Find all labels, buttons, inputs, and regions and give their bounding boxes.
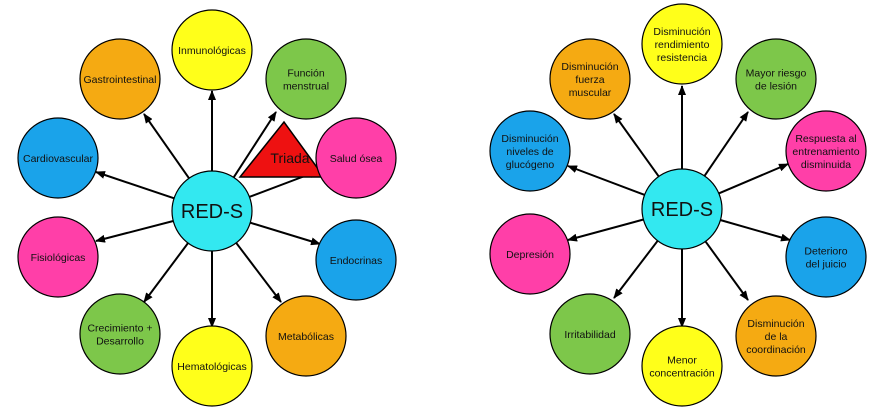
node-hematologicas: HematológicasHematológicas [171,325,253,407]
node-metabolicas: MetabólicasMetabólicas [265,295,347,377]
arrow-to-disminucion-niveles-de-glucogeno [567,165,647,197]
arrow-to-endocrinas [248,221,321,246]
node-circle [315,117,397,199]
arrow-to-irritabilidad [613,238,660,299]
node-cardiovascular: CardiovascularCardiovascular [17,117,99,199]
arrow-to-disminucion-fuerza-muscular [613,113,661,179]
arrow-to-mayor-riesgo-de-lesion [702,111,749,179]
hub-label: RED-S [181,201,243,223]
node-salud-osea: Salud óseaSalud ósea [315,117,397,199]
node-label: Salud óseaSalud ósea [330,153,383,165]
node-endocrinas: EndocrinasEndocrinas [315,219,397,301]
node-circle [735,38,817,120]
hub-red-s: RED-S [171,170,253,252]
node-circle [265,295,347,377]
arrow-to-crecimiento-desarrollo [143,240,191,303]
node-depresion: DepresiónDepresión [489,213,571,295]
node-label: InmunológicasInmunológicas [178,45,246,57]
node-label: IrritabilidadIrritabilidad [564,329,616,341]
arrow-to-respuesta-al-entrenamiento-disminuida [716,163,789,196]
node-circle [171,9,253,91]
hub-red-s: RED-S [641,168,723,250]
node-label: DepresiónDepresión [506,249,554,261]
node-circle [549,293,631,375]
triada-triangle: Triada [238,120,326,178]
node-circle [785,110,867,192]
node-label: GastrointestinalGastrointestinal [84,74,157,86]
node-gastrointestinal: GastrointestinalGastrointestinal [79,38,161,120]
node-label: Crecimiento +DesarrolloCrecimiento + Des… [87,323,152,348]
node-inmunologicas: InmunológicasInmunológicas [171,9,253,91]
node-circle [79,38,161,120]
node-circle [549,38,631,120]
node-irritabilidad: IrritabilidadIrritabilidad [549,293,631,375]
node-circle [171,325,253,407]
arrow-to-cardiovascular [95,171,177,200]
node-circle [17,216,99,298]
node-circle [785,216,867,298]
node-circle [79,293,161,375]
node-circle [489,110,571,192]
node-label: HematológicasHematológicas [177,361,246,373]
hub-label: RED-S [651,199,713,221]
node-circle [265,38,347,120]
arrow-to-funcion-menstrual [231,111,277,180]
node-fisiologicas: FisiológicasFisiológicas [17,216,99,298]
triada-label: Triada [270,150,309,166]
arrow-to-metabolicas [234,240,282,303]
node-label: CardiovascularCardiovascular [23,153,94,165]
triangle-shape [238,120,326,178]
node-circle [641,3,723,85]
node-label: FisiológicasFisiológicas [31,252,86,264]
node-label: EndocrinasEndocrinas [330,255,383,267]
node-label: MetabólicasMetabólicas [278,331,334,343]
arrow-to-depresion [567,218,646,242]
node-crecimiento-desarrollo: Crecimiento +DesarrolloCrecimiento + Des… [79,293,161,375]
node-circle [489,213,571,295]
arrow-to-fisiologicas [95,219,176,243]
hub-circle [641,168,723,250]
arrow-to-deterioro-del-juicio [718,218,791,242]
node-circle [735,295,817,377]
hub-circle [171,170,253,252]
arrow-to-disminucion-de-la-coordinacion [703,239,749,301]
node-circle [641,325,723,407]
node-circle [315,219,397,301]
node-circle [17,117,99,199]
arrow-to-gastrointestinal [143,113,192,181]
